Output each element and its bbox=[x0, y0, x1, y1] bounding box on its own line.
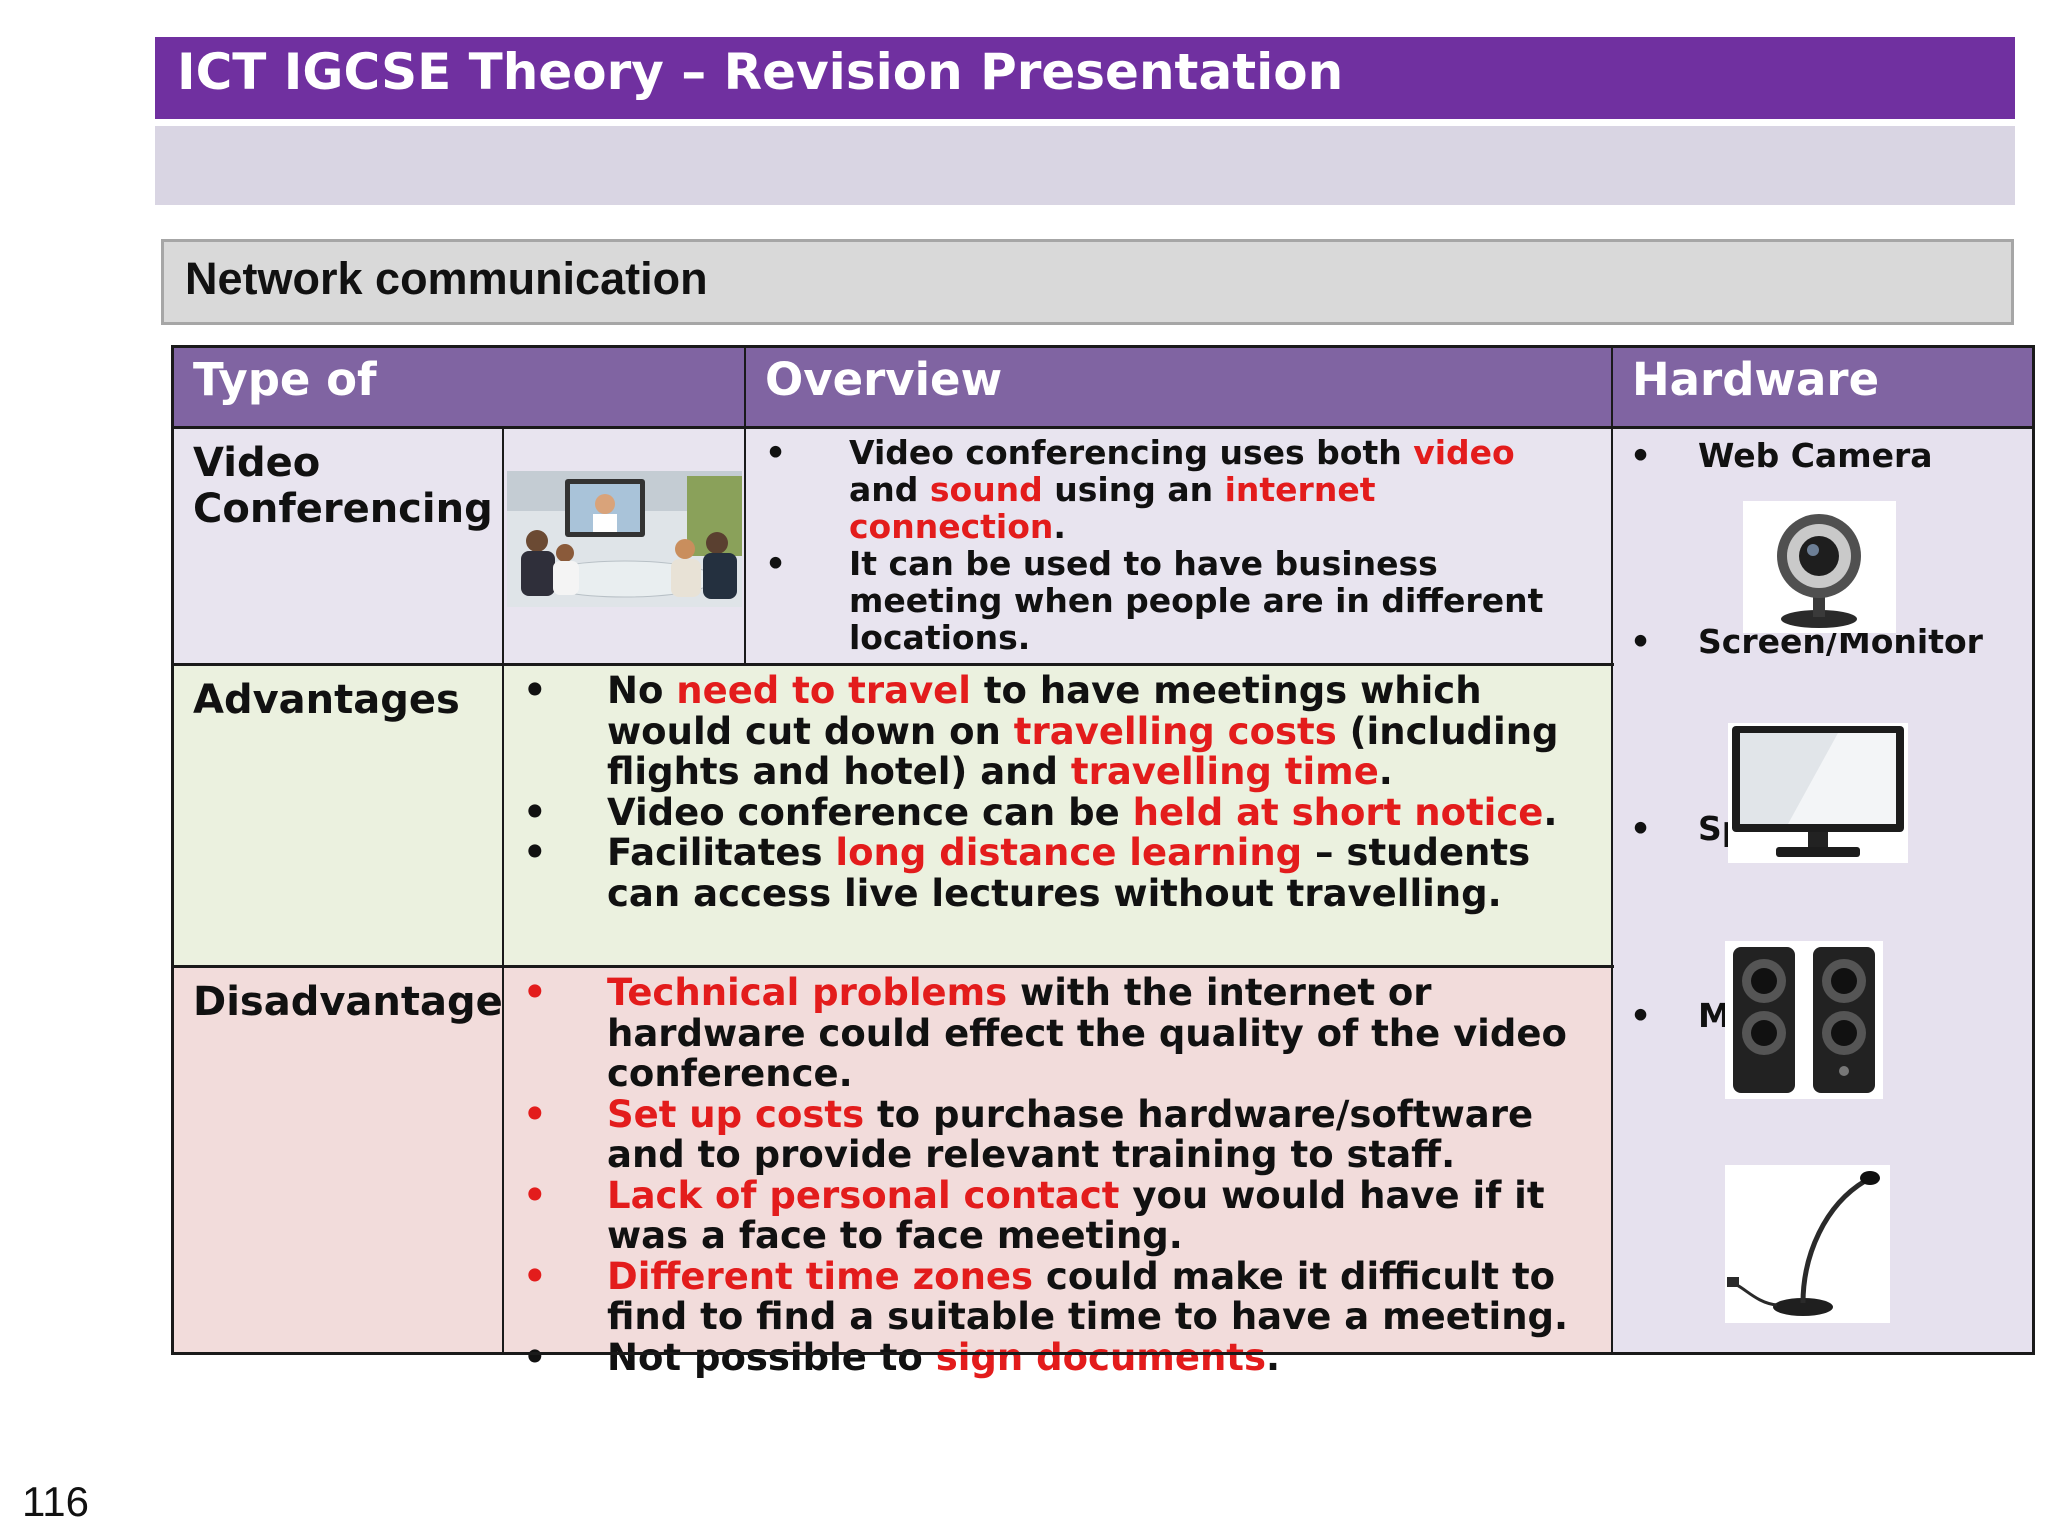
section-title: Network communication bbox=[161, 239, 2014, 325]
header-hardware: Hardware bbox=[1612, 347, 2033, 428]
bullet-text: – students can access live lectures with… bbox=[607, 831, 1531, 915]
advantages-bullets: • No need to travel to have meetings whic… bbox=[523, 669, 1592, 915]
advantage-bullet-item: • No need to travel to have meetings whic… bbox=[523, 669, 1592, 793]
subtitle-bar bbox=[155, 126, 2015, 205]
presentation-title: ICT IGCSE Theory – Revision Presentation bbox=[155, 37, 2015, 119]
bullet-dot: • bbox=[765, 433, 787, 472]
hardware-webcam-label: Web Camera bbox=[1698, 436, 1933, 475]
bullet-dot: • bbox=[523, 669, 547, 712]
bullet-dot: • bbox=[523, 1173, 547, 1217]
bullet-text: No bbox=[607, 669, 677, 712]
bullet-text: to have meetings which would cut down on bbox=[607, 669, 1482, 753]
highlighted-text: long distance learning bbox=[835, 831, 1303, 874]
bullet-text: . bbox=[1053, 507, 1066, 546]
highlighted-text: sound bbox=[929, 470, 1043, 509]
highlighted-text: sign documents bbox=[935, 1335, 1267, 1379]
highlighted-text: Set up costs bbox=[607, 1092, 865, 1136]
page-number: 116 bbox=[22, 1478, 89, 1525]
bullet-text: to purchase hardware/software and to pro… bbox=[607, 1092, 1534, 1176]
highlighted-text: Technical problems bbox=[607, 971, 1008, 1014]
disadvantages-cell: • Technical problems with the internet or… bbox=[503, 967, 1612, 1377]
overview-bullets: •Video conferencing uses both video and … bbox=[765, 434, 1592, 656]
highlighted-text: video bbox=[1413, 433, 1515, 472]
bullet-dot: • bbox=[523, 831, 547, 874]
bullet-text: . bbox=[1543, 790, 1558, 834]
bullet-text: It can be used to have business meeting … bbox=[849, 544, 1544, 657]
bullet-text: Not possible to bbox=[607, 1335, 936, 1379]
bullet-text: Video conference can be bbox=[607, 790, 1133, 834]
video-conferencing-label: Video Conferencing bbox=[173, 428, 503, 665]
bullet-text: Facilitates bbox=[607, 831, 836, 874]
highlighted-text: Lack of personal contact bbox=[607, 1173, 1120, 1217]
video-label-line1: Video bbox=[193, 440, 321, 486]
bullet-text: (including flights and hotel) and bbox=[607, 709, 1559, 793]
highlighted-text: travelling costs bbox=[1013, 709, 1337, 753]
bullet-dot: • bbox=[765, 544, 787, 583]
bullet-dot: • bbox=[523, 1254, 547, 1298]
header-type: Type of Communication bbox=[173, 347, 745, 472]
header-overview: Overview bbox=[745, 347, 1612, 428]
highlighted-text: travelling time bbox=[1070, 750, 1379, 793]
video-label-line2: Conferencing bbox=[193, 486, 493, 532]
video-conference-photo bbox=[507, 471, 742, 607]
bullet-dot: • bbox=[523, 790, 547, 834]
bullet-text: you would have if it was a face to face … bbox=[607, 1173, 1545, 1257]
disadvantage-bullet-item: • Not possible to sign documents. bbox=[523, 1335, 1592, 1379]
disadvantages-label: Disadvantages bbox=[173, 967, 527, 1354]
disadvantage-bullet-item: • Lack of personal contact you would have… bbox=[523, 1173, 1592, 1257]
monitor-image bbox=[1728, 723, 1908, 863]
advantage-bullet-item: • Facilitates long distance learning – st… bbox=[523, 831, 1592, 915]
advantage-bullet-item: • Video conference can be held at short n… bbox=[523, 790, 1592, 834]
meeting-room-image bbox=[507, 471, 742, 607]
bullet-dot: • bbox=[523, 1092, 547, 1136]
video-image-cell bbox=[503, 428, 745, 665]
highlighted-text: need to travel bbox=[676, 669, 971, 712]
advantages-label: Advantages bbox=[173, 665, 503, 967]
bullet-text: Video conferencing uses both bbox=[849, 433, 1414, 472]
webcam-image bbox=[1743, 501, 1896, 633]
disadvantage-bullet-item: • Technical problems with the internet or… bbox=[523, 971, 1592, 1095]
advantages-cell: • No need to travel to have meetings whic… bbox=[503, 665, 1612, 967]
speakers-image bbox=[1725, 941, 1883, 1099]
overview-bullet-item: • It can be used to have business meeting… bbox=[765, 545, 1592, 656]
bullet-text: using an bbox=[1042, 470, 1225, 509]
microphone-image bbox=[1725, 1165, 1890, 1323]
disadvantage-bullet-item: • Different time zones could make it diff… bbox=[523, 1254, 1592, 1338]
bullet-text: and bbox=[849, 470, 930, 509]
hardware-cell: •Web Camera •Screen/Monitor •Sp •Mi bbox=[1612, 428, 2033, 1354]
overview-cell: •Video conferencing uses both video and … bbox=[745, 428, 1612, 665]
highlighted-text: internet connection bbox=[849, 470, 1376, 546]
bullet-text: with the internet or hardware could effe… bbox=[607, 971, 1567, 1095]
highlighted-text: Different time zones bbox=[607, 1254, 1034, 1298]
bullet-dot: • bbox=[523, 971, 547, 1014]
highlighted-text: held at short notice bbox=[1132, 790, 1544, 834]
disadvantage-bullet-item: • Set up costs to purchase hardware/softw… bbox=[523, 1092, 1592, 1176]
overview-bullet-item: •Video conferencing uses both video and … bbox=[765, 434, 1592, 545]
bullet-text: could make it difficult to find to find … bbox=[607, 1254, 1569, 1338]
disadvantages-bullets: • Technical problems with the internet or… bbox=[523, 971, 1592, 1379]
bullet-dot: • bbox=[523, 1335, 547, 1379]
bullet-text: . bbox=[1266, 1335, 1281, 1379]
bullet-text: . bbox=[1378, 750, 1393, 793]
